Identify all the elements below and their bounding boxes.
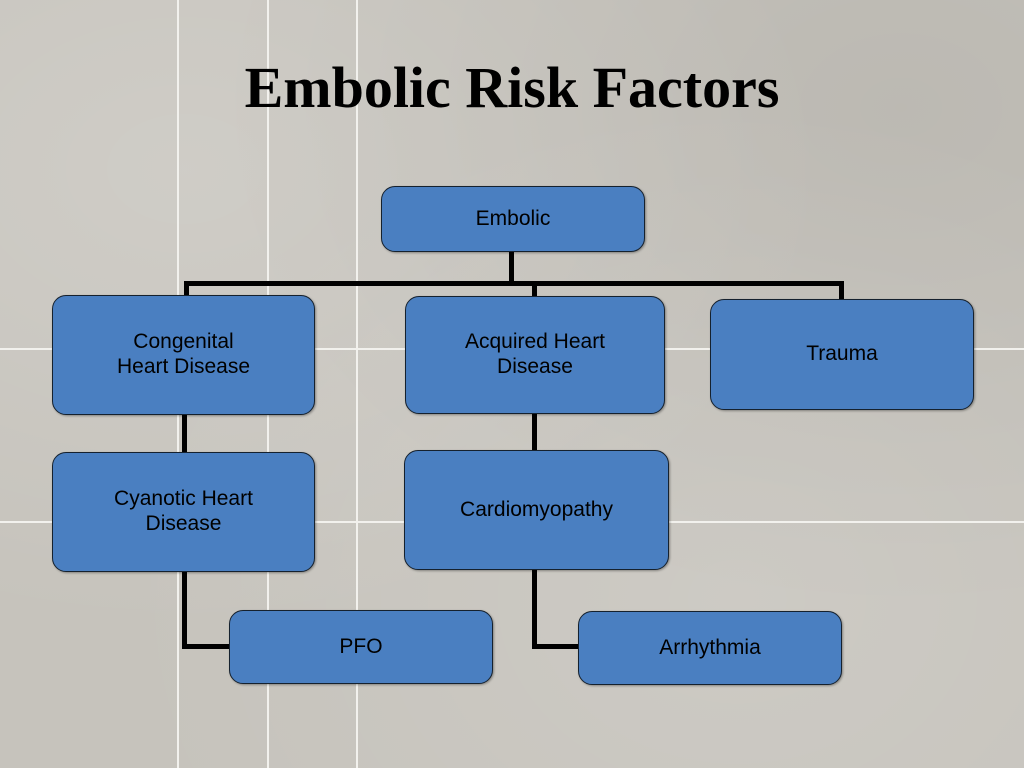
connector-bus-to-acquired — [532, 281, 537, 297]
node-congenital-heart-disease-label: Congenital Heart Disease — [116, 330, 251, 378]
connector-cyanotic-to-pfo-vertical — [182, 571, 187, 649]
connector-bus-to-trauma — [839, 281, 844, 300]
node-pfo[interactable]: PFO — [229, 610, 493, 684]
node-cyanotic-heart-disease-label: Cyanotic Heart Disease — [114, 487, 253, 535]
connector-cardiomyopathy-to-arrhythmia-vertical — [532, 569, 537, 649]
node-trauma[interactable]: Trauma — [710, 299, 974, 410]
connector-top-bus — [184, 281, 844, 286]
node-pfo-label: PFO — [339, 634, 383, 658]
node-cyanotic-heart-disease[interactable]: Cyanotic Heart Disease — [52, 452, 315, 572]
node-embolic[interactable]: Embolic — [381, 186, 645, 252]
node-arrhythmia-label: Arrhythmia — [659, 635, 761, 659]
node-cardiomyopathy-label: Cardiomyopathy — [460, 497, 613, 521]
connector-embolic-stem — [509, 252, 514, 284]
node-congenital-heart-disease[interactable]: Congenital Heart Disease — [52, 295, 315, 415]
node-acquired-heart-disease[interactable]: Acquired Heart Disease — [405, 296, 665, 414]
node-embolic-label: Embolic — [475, 206, 551, 230]
node-acquired-heart-disease-label: Acquired Heart Disease — [464, 330, 606, 378]
node-cardiomyopathy[interactable]: Cardiomyopathy — [404, 450, 669, 570]
connector-acquired-to-cardiomyopathy — [532, 413, 537, 451]
node-trauma-label: Trauma — [806, 342, 878, 366]
node-arrhythmia[interactable]: Arrhythmia — [578, 611, 842, 685]
connector-cardiomyopathy-to-arrhythmia-horizontal — [532, 644, 582, 649]
connector-cyanotic-to-pfo-horizontal — [182, 644, 233, 649]
connector-bus-to-congenital — [184, 281, 189, 297]
connector-congenital-to-cyanotic — [182, 414, 187, 453]
slide-title: Embolic Risk Factors — [244, 55, 780, 120]
